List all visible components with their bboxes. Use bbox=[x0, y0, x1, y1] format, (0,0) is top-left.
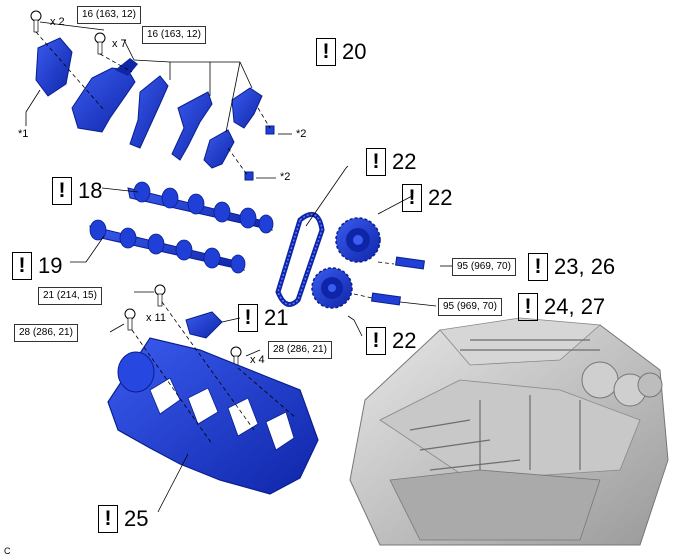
torque-spec-box: 21 (214, 15) bbox=[38, 287, 102, 305]
figure-corner-label: C bbox=[4, 546, 11, 556]
callout-25: ! 25 bbox=[98, 505, 148, 533]
torque-spec-box: 16 (163, 12) bbox=[142, 26, 206, 44]
callout-23-26: ! 23, 26 bbox=[528, 253, 615, 281]
caution-icon: ! bbox=[238, 304, 258, 332]
callout-22-top: ! 22 bbox=[366, 148, 416, 176]
timing-chain bbox=[275, 211, 325, 307]
bearing-cap-4 bbox=[231, 87, 263, 129]
torque-spec-box: 28 (286, 21) bbox=[14, 324, 78, 342]
note-tag: *2 bbox=[296, 128, 307, 140]
bearing-cap-3 bbox=[203, 129, 235, 169]
callout-number: 20 bbox=[342, 39, 367, 64]
callout-number: 22 bbox=[428, 185, 453, 210]
small-bolt-b bbox=[244, 171, 254, 181]
bearing-cap-2 bbox=[171, 91, 213, 161]
quantity-label: x 2 bbox=[50, 16, 65, 28]
camshaft-timing-gear-upper bbox=[335, 217, 381, 263]
quantity-label: x 4 bbox=[250, 354, 265, 366]
callout-18: ! 18 bbox=[52, 177, 102, 205]
bolt-mid-b bbox=[124, 308, 136, 331]
callout-19: ! 19 bbox=[12, 252, 62, 280]
note-tag: *1 bbox=[18, 128, 29, 140]
callout-21: ! 21 bbox=[238, 304, 288, 332]
callout-number: 22 bbox=[392, 149, 417, 174]
bracket-21 bbox=[185, 311, 223, 339]
caution-icon: ! bbox=[366, 327, 386, 355]
bolt-mid-a bbox=[154, 284, 166, 307]
camshaft-18 bbox=[127, 181, 274, 234]
callout-22-bottom: ! 22 bbox=[366, 327, 416, 355]
callout-number: 18 bbox=[78, 178, 103, 203]
quantity-label: x 11 bbox=[146, 312, 166, 324]
engine-assembly bbox=[349, 317, 669, 546]
caution-icon: ! bbox=[528, 253, 548, 281]
caution-icon: ! bbox=[518, 293, 538, 321]
torque-spec-box: 28 (286, 21) bbox=[268, 341, 332, 359]
callout-24-27: ! 24, 27 bbox=[518, 293, 605, 321]
cam-housing-left bbox=[35, 37, 73, 97]
callout-20: ! 20 bbox=[316, 38, 366, 66]
callout-number: 19 bbox=[38, 253, 63, 278]
torque-spec-box: 16 (163, 12) bbox=[77, 6, 141, 24]
callout-number: 23, 26 bbox=[554, 254, 616, 279]
bolt-top-mid bbox=[94, 32, 106, 55]
caution-icon: ! bbox=[12, 252, 32, 280]
camshaft-timing-gear-lower bbox=[311, 267, 353, 309]
camshaft-housing-25 bbox=[107, 337, 319, 495]
camshaft-19 bbox=[89, 219, 246, 274]
callout-number: 25 bbox=[124, 506, 149, 531]
cam-housing-main bbox=[71, 58, 138, 133]
bearing-cap-1 bbox=[129, 75, 169, 149]
caution-icon: ! bbox=[52, 177, 72, 205]
caution-icon: ! bbox=[402, 184, 422, 212]
callout-22-mid: ! 22 bbox=[402, 184, 452, 212]
quantity-label: x 7 bbox=[112, 38, 127, 50]
callout-number: 22 bbox=[392, 328, 417, 353]
note-tag: *2 bbox=[280, 171, 291, 183]
small-bolt-a bbox=[265, 125, 275, 135]
callout-number: 21 bbox=[264, 305, 289, 330]
caution-icon: ! bbox=[366, 148, 386, 176]
bolt-top-left bbox=[30, 10, 42, 33]
caution-icon: ! bbox=[316, 38, 336, 66]
gear-bolt-lower bbox=[371, 292, 401, 306]
torque-spec-box: 95 (969, 70) bbox=[438, 298, 502, 316]
torque-spec-box: 95 (969, 70) bbox=[452, 258, 516, 276]
callout-number: 24, 27 bbox=[544, 294, 606, 319]
leader-lines bbox=[25, 21, 454, 513]
gear-bolt-upper bbox=[395, 256, 425, 270]
caution-icon: ! bbox=[98, 505, 118, 533]
